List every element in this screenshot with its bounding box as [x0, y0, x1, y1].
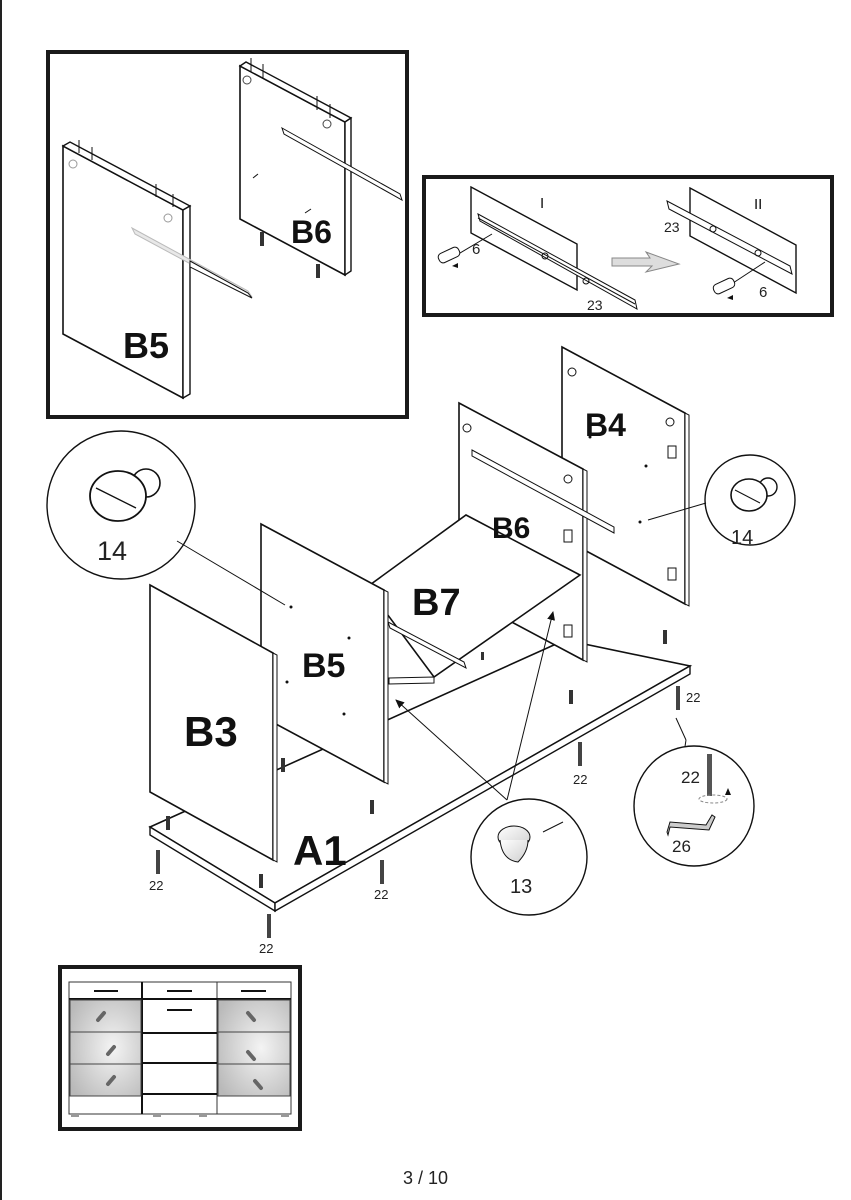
screwdriver-rotate-icon — [452, 263, 458, 268]
panel-a1 — [148, 639, 693, 913]
label-b6: B6 — [492, 512, 530, 545]
shelf-stop-icon — [89, 468, 161, 522]
label-step-1-screw: 6 — [472, 241, 480, 258]
allen-key-icon — [666, 814, 716, 837]
label-b5: B5 — [302, 647, 345, 685]
callout-label-26: 26 — [672, 837, 691, 856]
label-b6-inset: B6 — [291, 214, 332, 250]
foot-label: 22 — [374, 887, 388, 902]
label-step-1: I — [540, 195, 544, 212]
label-b3: B3 — [184, 708, 238, 755]
rotate-arrow-icon — [725, 788, 731, 795]
leg-screws — [156, 686, 680, 938]
callout-shelf-support — [395, 611, 588, 916]
foot-label: 22 — [149, 878, 163, 893]
finished-cabinet-thumbnail — [58, 965, 302, 1131]
foot-label: 22 — [573, 772, 587, 787]
label-step-2-screw: 6 — [759, 284, 767, 301]
step-arrow-icon — [611, 251, 681, 273]
shelf-support-icon — [497, 821, 564, 863]
rail-step-2 — [666, 186, 797, 300]
shelf-stop-icon — [730, 477, 778, 512]
page-left-border — [0, 0, 2, 1200]
label-b7: B7 — [412, 582, 461, 624]
label-step-1-rail: 23 — [587, 297, 603, 313]
callout-shelf-stop-left — [46, 430, 286, 606]
screwdriver-rotate-icon — [727, 295, 733, 300]
label-a1: A1 — [293, 827, 347, 874]
label-b5-inset: B5 — [123, 325, 169, 366]
rail-step-1 — [437, 185, 638, 310]
page-number: 3 / 10 — [402, 1168, 449, 1188]
panel-b6-inset — [238, 58, 403, 278]
dowels — [166, 630, 667, 888]
foot-label: 22 — [686, 690, 700, 705]
foot-label: 22 — [259, 941, 273, 956]
callout-label-14-right: 14 — [731, 527, 753, 549]
panel-b4 — [561, 345, 690, 607]
inset-side-panels: B5 B6 — [46, 50, 409, 419]
main-assembly — [46, 345, 796, 938]
panel-b3 — [149, 583, 278, 863]
label-b4: B4 — [585, 407, 626, 443]
callout-label-22: 22 — [681, 768, 700, 787]
label-step-2-rail: 23 — [664, 219, 680, 235]
label-step-2: II — [754, 196, 762, 213]
callout-label-13: 13 — [510, 876, 532, 898]
screw-icon — [698, 754, 731, 804]
panel-b7 — [365, 514, 582, 685]
panel-b5-inset — [61, 140, 253, 400]
inset-rail-steps: I 6 23 II 23 6 — [422, 175, 834, 317]
callout-label-14-left: 14 — [97, 536, 127, 566]
callout-shelf-stop-right — [647, 454, 796, 546]
callout-leg-screw — [633, 717, 755, 867]
panel-b5 — [260, 522, 389, 785]
